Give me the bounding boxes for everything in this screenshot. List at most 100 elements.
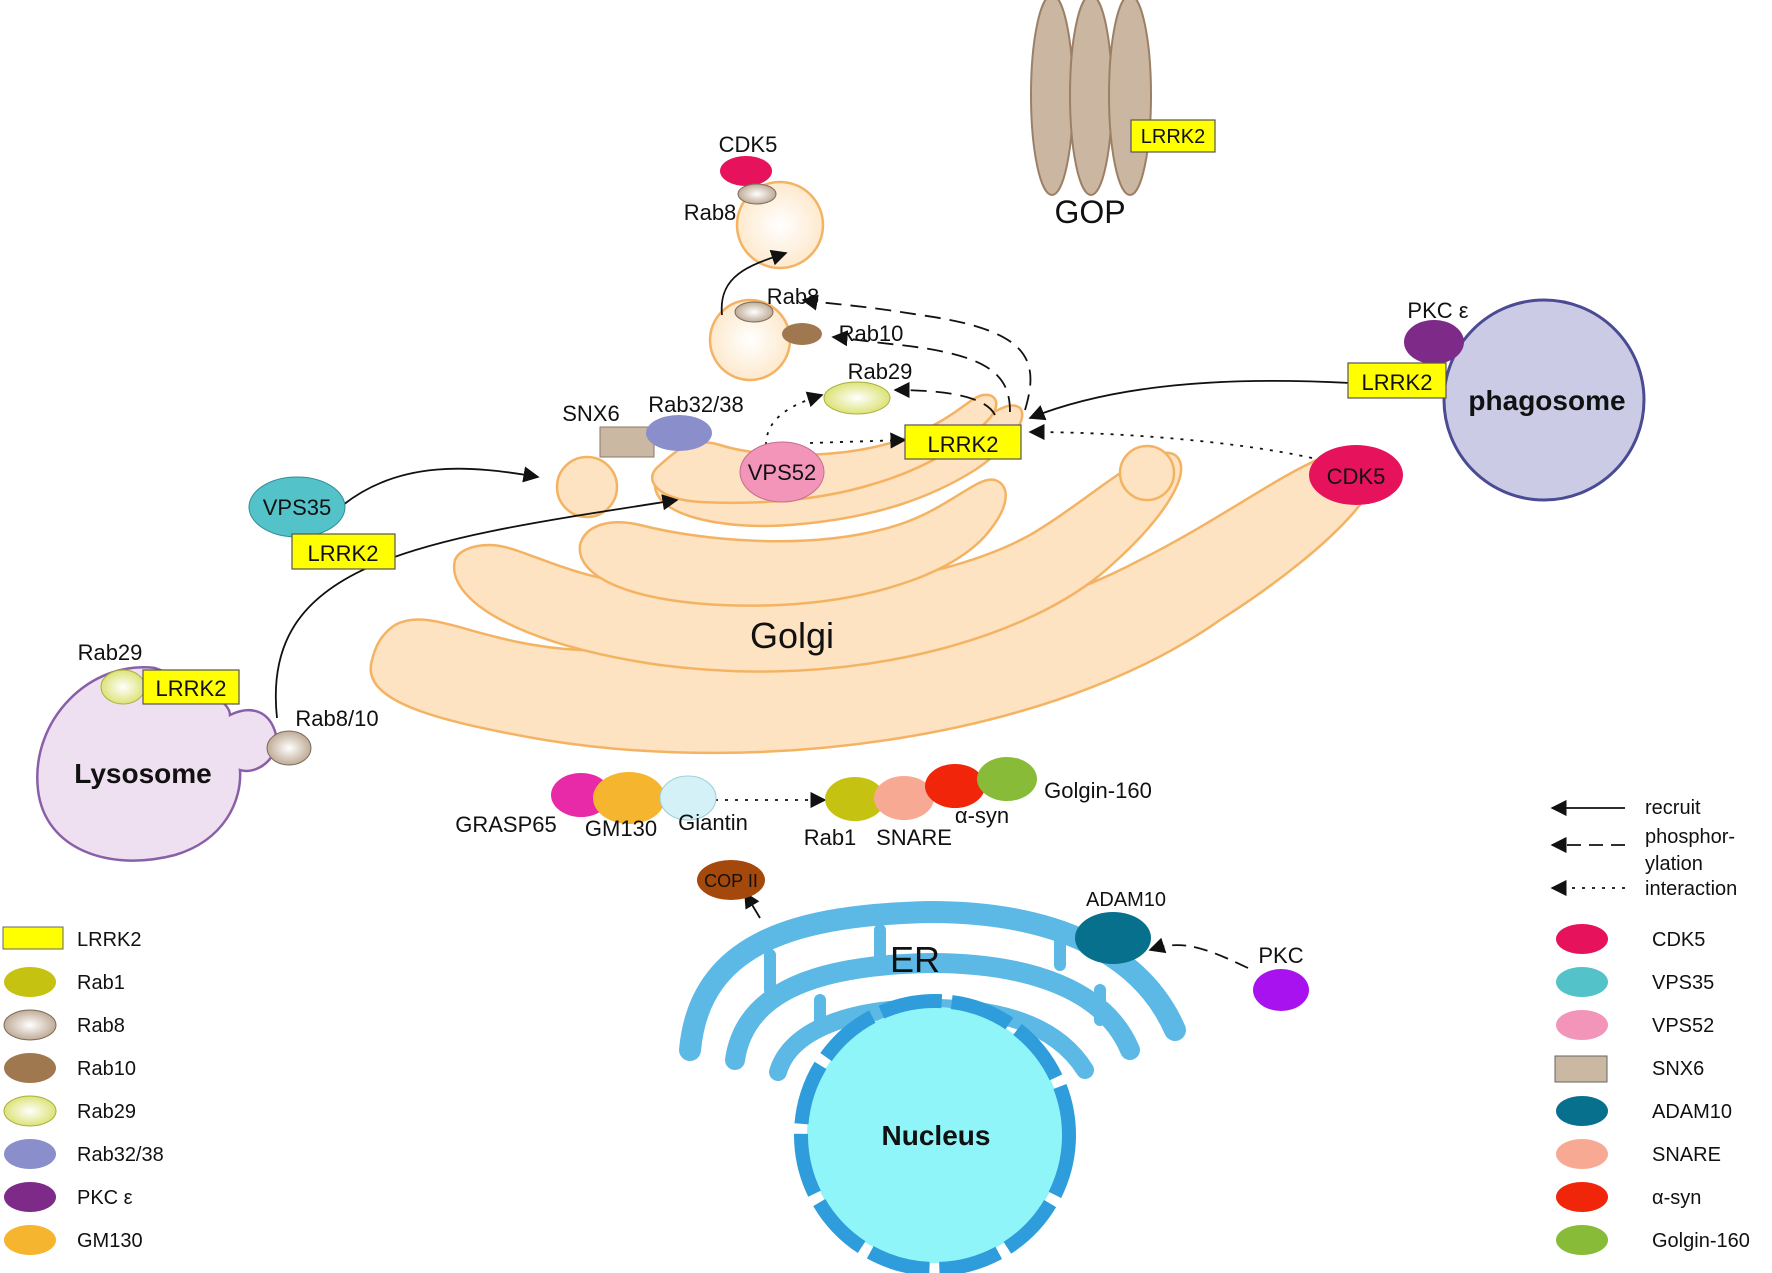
- top-proteins: CDK5 Rab8 Rab8 Rab10 Rab29 SNX6 Rab32/38…: [562, 132, 1403, 505]
- giantin: [659, 775, 717, 821]
- rab29-lyso: [100, 669, 146, 705]
- gop-lamella-1: [1030, 0, 1074, 196]
- legend-recruit-label: recruit: [1645, 797, 1701, 819]
- cop2-label: COP II: [704, 871, 758, 891]
- legend-swatch-pkc: [4, 1182, 56, 1212]
- pkce-label: PKC ε: [1407, 298, 1468, 323]
- cdk5-top: [720, 156, 772, 186]
- golgin160: [977, 757, 1037, 801]
- legend-swatch-adam10: [1556, 1096, 1608, 1126]
- legend-label-rab1: Rab1: [77, 972, 125, 994]
- golgi-proteins: GRASP65 GM130 Giantin Rab1 SNARE α-syn G…: [455, 757, 1152, 900]
- legend-label-rab29: Rab29: [77, 1101, 136, 1123]
- legend-swatch-lrrk2: [2, 926, 64, 950]
- rab29-mid: [823, 381, 891, 415]
- vps52: [739, 441, 825, 503]
- gop-label: GOP: [1054, 194, 1125, 230]
- adam10-group: ADAM10 PKC: [1075, 889, 1309, 1011]
- legend-label-rab8: Rab8: [77, 1015, 125, 1037]
- vps52-label: VPS52: [748, 460, 817, 485]
- er-label: ER: [890, 939, 940, 980]
- vps35-label: VPS35: [263, 495, 332, 520]
- phagosome-label: phagosome: [1468, 385, 1625, 416]
- cdk5-right-label: CDK5: [1327, 464, 1386, 489]
- legend-label-adam10: ADAM10: [1652, 1101, 1732, 1123]
- arrow-rab8-to-top-vesicle: [720, 249, 788, 316]
- arrow-vps35-to-vesicle: [342, 466, 540, 506]
- lrrk2-center-label: LRRK2: [928, 432, 999, 457]
- cop2: [697, 860, 765, 900]
- snare-label: SNARE: [876, 825, 952, 850]
- arrow-phagosome-to-lrrk2: [1028, 379, 1351, 421]
- grasp65-label: GRASP65: [455, 812, 557, 837]
- legend-label-vps35: VPS35: [1652, 972, 1714, 994]
- legend-swatch-rab29: [3, 1095, 57, 1127]
- legend-label-snx6: SNX6: [1652, 1058, 1704, 1080]
- rab1: [825, 777, 885, 821]
- lrrk2-gop-label: LRRK2: [1141, 126, 1205, 148]
- phagosome-body: [1442, 298, 1646, 502]
- cdk5-top-label: CDK5: [719, 132, 778, 157]
- legend-swatch-syn: [1556, 1182, 1608, 1212]
- arrow-legend: recruit phosphor- ylation interaction: [1550, 797, 1737, 900]
- legend-swatch-vps35: [1556, 967, 1608, 997]
- legend-swatch-vps52: [1556, 1010, 1608, 1040]
- legend-label-rab32-38: Rab32/38: [77, 1144, 164, 1166]
- rab8-top: [737, 183, 777, 205]
- adam10-label: ADAM10: [1086, 889, 1166, 911]
- legend-phos-label-2: ylation: [1645, 853, 1703, 875]
- lrrk2-phago-label: LRRK2: [1362, 370, 1433, 395]
- legend-label-lrrk2: LRRK2: [77, 929, 141, 951]
- lrrk2-phago-box: [1347, 362, 1447, 399]
- legend-label-snare: SNARE: [1652, 1144, 1721, 1166]
- legend-label-pkc: PKC ε: [77, 1187, 133, 1209]
- rab810: [266, 730, 312, 766]
- vps35-group: VPS35 LRRK2: [248, 476, 396, 570]
- lysosome: Lysosome Rab29 LRRK2 Rab8/10: [36, 640, 379, 862]
- legend-swatch-snx6: [1554, 1055, 1608, 1083]
- arrows: [274, 249, 1351, 969]
- legend-swatch-rab1: [4, 967, 56, 997]
- legend-swatch-rab32-38: [4, 1139, 56, 1169]
- gop-lamella-3: [1108, 0, 1152, 196]
- er-sheet-2: [725, 952, 1140, 1070]
- pkc: [1253, 969, 1309, 1011]
- nucleus-envelope: [794, 994, 1076, 1273]
- legend-label-syn: α-syn: [1652, 1187, 1701, 1209]
- legend-swatch-cdk5: [1556, 924, 1608, 954]
- arrow-lrrk2-phos-rab29b: [893, 381, 996, 416]
- gm130-label: GM130: [585, 816, 657, 841]
- lrrk2-lyso-box: [142, 669, 240, 705]
- golgi: Golgi: [369, 180, 1380, 755]
- legend-swatch-snare: [1556, 1139, 1608, 1169]
- rab810-label: Rab8/10: [295, 706, 378, 731]
- rab10-mid-label: Rab10: [839, 321, 904, 346]
- rab8-mid-label: Rab8: [767, 284, 820, 309]
- rab29-lyso-label: Rab29: [78, 640, 143, 665]
- lysosome-body: [36, 666, 278, 862]
- snx6-label: SNX6: [562, 401, 619, 426]
- rab8-top-label: Rab8: [684, 200, 737, 225]
- legend-right: CDK5VPS35VPS52SNX6ADAM10SNAREα-synGolgin…: [1554, 924, 1750, 1255]
- asyn: [925, 764, 985, 808]
- rab3238: [646, 415, 712, 451]
- rab8-mid: [734, 301, 774, 323]
- rab29-mid-label: Rab29: [848, 359, 913, 384]
- legend-interaction-label: interaction: [1645, 878, 1737, 900]
- adam10: [1075, 912, 1151, 964]
- legend-phos-label-1: phosphor-: [1645, 826, 1735, 848]
- snare: [874, 776, 934, 820]
- lrrk2-vps35-box: [291, 533, 396, 570]
- legend-swatch-rab10: [4, 1053, 56, 1083]
- golgi-label: Golgi: [750, 615, 834, 656]
- rab3238-label: Rab32/38: [648, 392, 743, 417]
- lrrk2-center-box: [904, 424, 1022, 460]
- pkce-phago: [1404, 320, 1464, 364]
- golgi-vesicle-right: [1118, 444, 1176, 502]
- cdk5-right: [1309, 445, 1403, 505]
- legend-swatch-gm130: [4, 1225, 56, 1255]
- rab1-label: Rab1: [804, 825, 857, 850]
- pkc-label: PKC: [1258, 943, 1303, 968]
